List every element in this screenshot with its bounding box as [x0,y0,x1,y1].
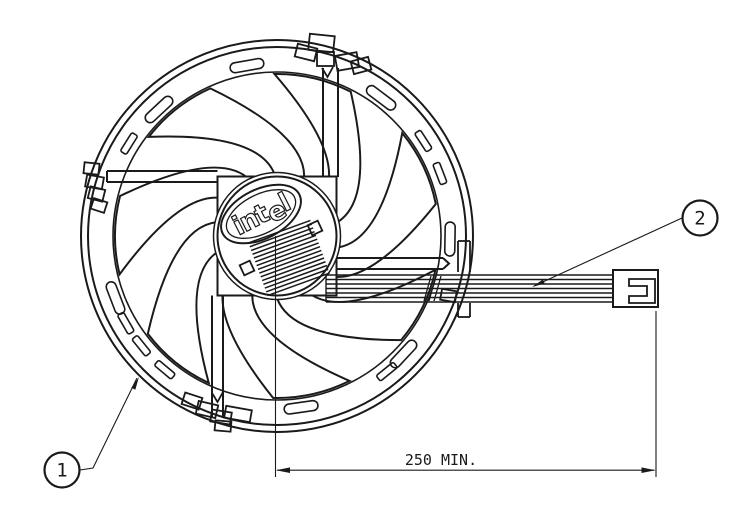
hub-circle [216,175,338,297]
clip-latch-bottom [180,391,253,433]
clip-arm-right [336,257,451,270]
callout-2-balloon [681,199,719,237]
clip-arms [106,68,451,418]
hub-diamond-mark [306,219,324,237]
fan-inner-ring [87,46,467,426]
callout-1: 1 [43,377,139,489]
clip-latch-left [82,161,109,215]
fan-frame-rings [80,39,474,433]
clip-arm-up [322,68,339,177]
callout-1-balloon [43,451,81,489]
callout-2-arrowhead [532,279,545,287]
callout-2: 2 [532,199,719,287]
callout-2-leader [533,217,683,287]
blade-tip-ring [112,71,442,401]
clip-arm-down [211,295,224,418]
hub-diamond-mark [238,259,256,277]
callout-1-label: 1 [56,460,67,482]
hub-label-hatch [248,219,330,297]
connector-body [612,269,659,308]
cable-connector [612,269,659,308]
hub: int e l [212,171,342,301]
callout-1-leader [79,377,138,471]
dimension-arrow-right [641,467,656,473]
dimension-arrow-left [276,467,290,473]
cable-twist-marks [423,275,442,302]
cable-wires [325,274,613,303]
logo-ellipse-inner [225,189,297,239]
fan-outer-ring [80,39,474,433]
dimension-label: 250 MIN. [405,451,477,469]
logo-ellipse-outer [220,183,302,245]
fan-cable [325,269,659,308]
callout-1-arrowhead [131,377,139,390]
callout-2-label: 2 [694,208,705,230]
clip-arm-left [106,170,218,183]
clip-latch-top [293,32,373,79]
connector-latch [628,278,656,304]
dimension-250-min: 250 MIN. [274,236,657,477]
